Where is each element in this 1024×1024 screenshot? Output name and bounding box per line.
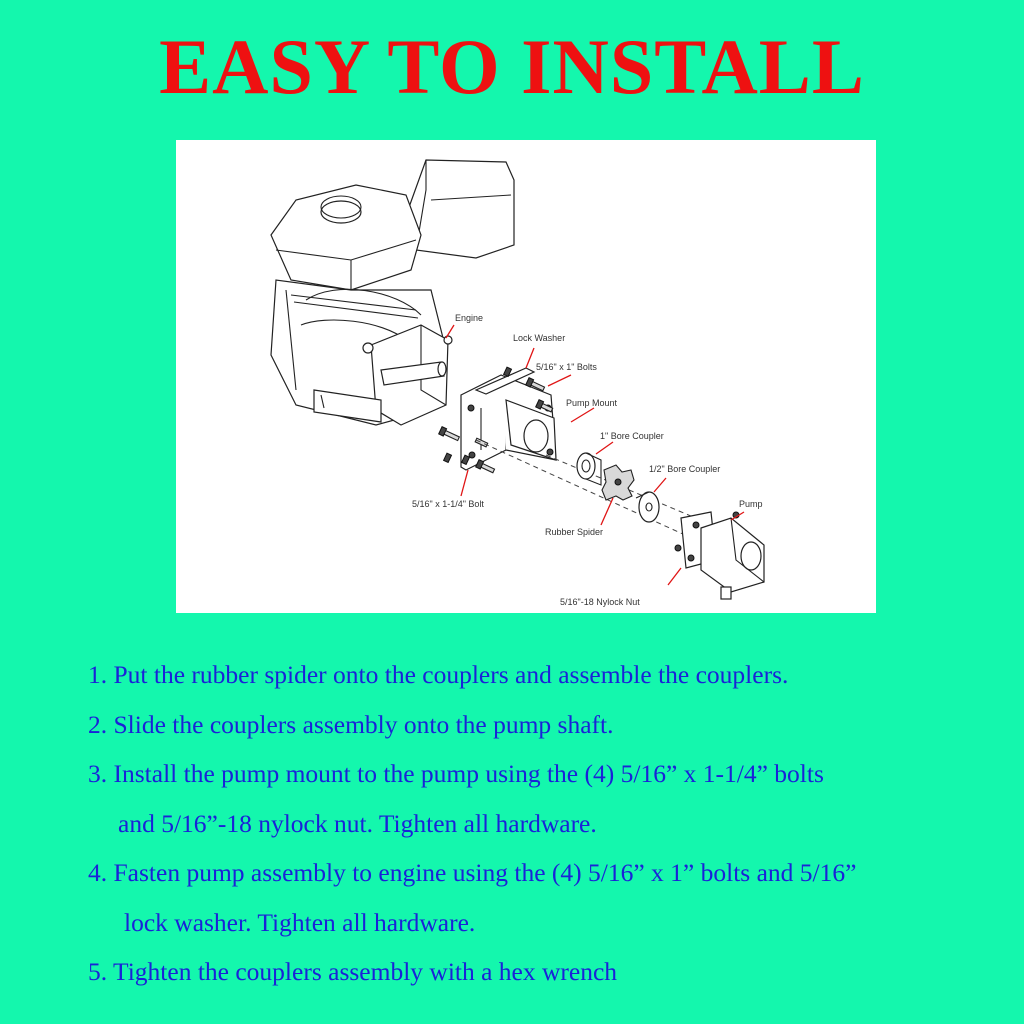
- label-pump-mount: Pump Mount: [566, 398, 618, 408]
- coupler-half-in-drawing: [635, 491, 660, 523]
- step-2: 2. Slide the couplers assembly onto the …: [88, 709, 614, 739]
- label-bolts-1in: 5/16" x 1" Bolts: [536, 362, 597, 372]
- step-4: 4. Fasten pump assembly to engine using …: [88, 858, 857, 887]
- step-1: 1. Put the rubber spider onto the couple…: [88, 660, 789, 689]
- label-engine: Engine: [455, 313, 483, 323]
- coupler-1in-drawing: [576, 452, 602, 486]
- step-3: 3. Install the pump mount to the pump us…: [88, 759, 824, 788]
- callout-arrows: [445, 324, 745, 586]
- center-axis-line: [475, 439, 697, 541]
- engine-drawing: [270, 159, 515, 426]
- label-bore-coupler-1in: 1" Bore Coupler: [600, 431, 664, 441]
- rubber-spider-drawing: [601, 464, 635, 501]
- diagram-svg: Engine Lock Washer 5/16" x 1" Bolts Pump…: [270, 159, 765, 607]
- page-title: EASY TO INSTALL: [159, 23, 865, 110]
- pump-drawing: [674, 511, 765, 600]
- label-bolt-1-1-4: 5/16" x 1-1/4" Bolt: [412, 499, 484, 509]
- pump-mount-drawing: [460, 367, 557, 471]
- label-bore-coupler-half: 1/2" Bore Coupler: [649, 464, 720, 474]
- installation-steps: 1. Put the rubber spider onto the couple…: [88, 650, 988, 997]
- step-5: 5. Tighten the couplers assembly with a …: [88, 957, 618, 986]
- label-pump: Pump: [739, 499, 763, 509]
- step-3-continued: and 5/16”-18 nylock nut. Tighten all har…: [118, 808, 597, 838]
- exploded-assembly-diagram: Engine Lock Washer 5/16" x 1" Bolts Pump…: [176, 140, 876, 613]
- label-rubber-spider: Rubber Spider: [545, 527, 603, 537]
- step-4-continued: lock washer. Tighten all hardware.: [124, 907, 476, 937]
- label-lock-washer: Lock Washer: [513, 333, 565, 343]
- bolts-drawing: [438, 366, 554, 474]
- label-nylock-nut: 5/16"-18 Nylock Nut: [560, 597, 640, 607]
